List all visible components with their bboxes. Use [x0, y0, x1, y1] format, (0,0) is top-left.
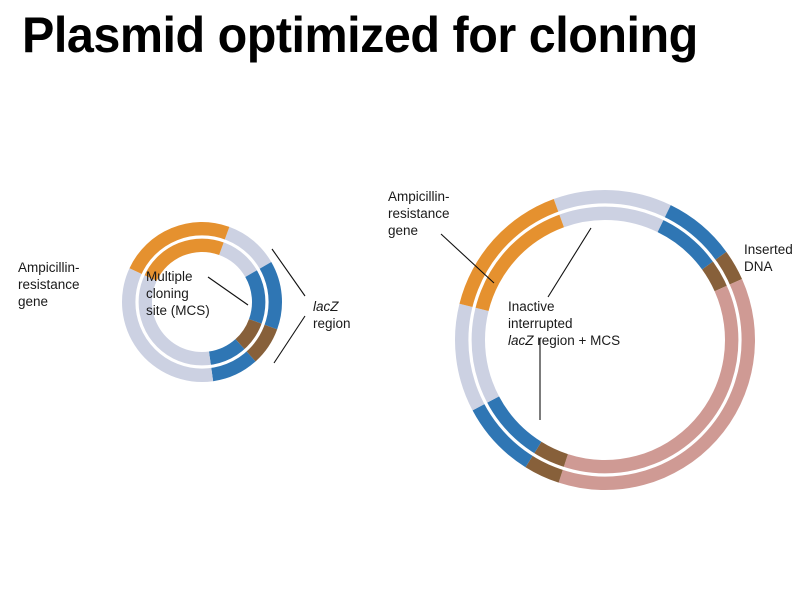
leader-lines	[207, 227, 592, 420]
label-left-ampicillin-resistance-gene: Ampicillin- resistance gene	[18, 260, 83, 309]
left-plasmid-segment-backbone-bottom	[122, 268, 214, 382]
leader-line-left-mcs	[207, 276, 249, 306]
leader-line-right-amp	[440, 233, 495, 284]
leader-line-left-lacz-upper	[271, 248, 306, 297]
page-title: Plasmid optimized for cloning	[22, 7, 698, 63]
right-plasmid-strand-separator	[468, 203, 742, 477]
label-right-inactive-lacz-line1: Inactive	[508, 299, 555, 314]
leader-line-left-lacz-lower	[273, 315, 306, 364]
left-plasmid-ring	[122, 221, 282, 382]
right-plasmid-ring	[455, 190, 756, 491]
label-right-inactive-lacz-line2: interrupted	[508, 316, 573, 331]
right-plasmid-segment-backbone-bottom	[455, 303, 500, 411]
label-left-lacz-region-word: region	[313, 316, 351, 331]
left-plasmid-segment-lacz-upper	[245, 262, 282, 330]
label-right-inserted-dna: Inserted DNA	[744, 242, 797, 274]
label-left-multiple-cloning-site: Multiple cloning site (MCS)	[146, 269, 210, 318]
label-right-inactive-lacz-line3: lacZ region + MCS	[508, 333, 620, 348]
label-left-lacz-gene-name: lacZ	[313, 299, 339, 314]
left-plasmid-strand-separator	[135, 235, 269, 369]
right-plasmid-segment-inserted-dna	[558, 278, 756, 491]
right-plasmid-segment-ampicillin	[459, 199, 564, 311]
right-plasmid-segment-backbone-top	[553, 190, 671, 233]
leader-line-right-lacz-upper	[547, 227, 592, 298]
label-right-ampicillin-resistance-gene: Ampicillin- resistance gene	[388, 189, 453, 238]
